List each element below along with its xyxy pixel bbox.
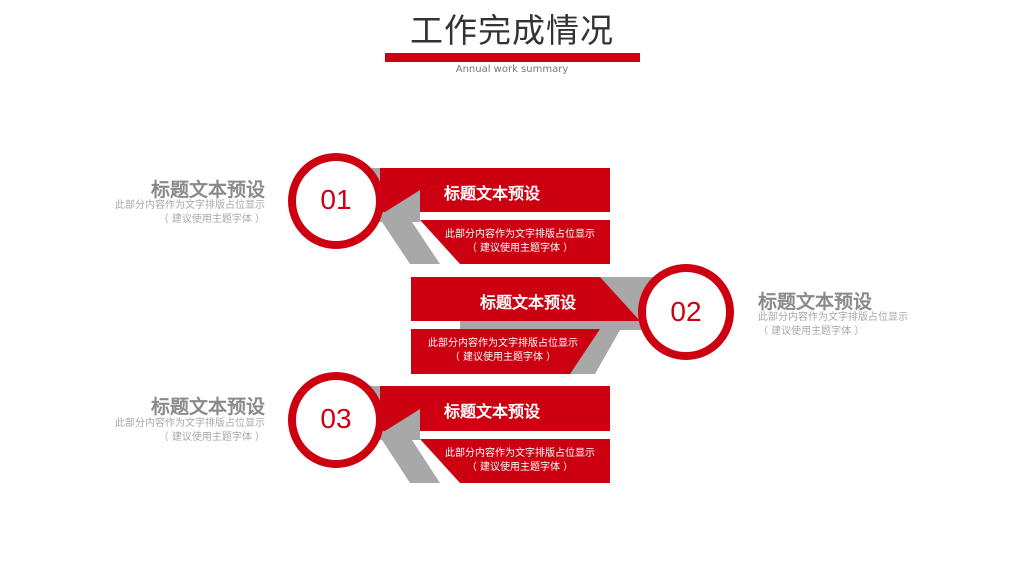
step-03-red-title-band	[380, 386, 610, 431]
step-03-band-title: 标题文本预设	[443, 402, 540, 421]
step-02-band-desc-line2: （ 建议使用主题字体 ）	[449, 352, 557, 363]
step-03-band-desc-line1: 此部分内容作为文字排版占位显示	[445, 448, 595, 459]
title-underline	[385, 53, 640, 62]
step-03-gray-wedge	[385, 409, 420, 431]
step-02-band-desc-line1: 此部分内容作为文字排版占位显示	[428, 338, 578, 349]
step-03-side-desc-line1: 此部分内容作为文字排版占位显示	[115, 418, 265, 429]
step-02-band-title: 标题文本预设	[479, 293, 576, 312]
step-01-red-desc-band	[420, 220, 610, 264]
step-02-number: 02	[670, 296, 702, 327]
step-02-red-desc-band	[411, 329, 600, 374]
step-02-side-desc-line1: 此部分内容作为文字排版占位显示	[758, 312, 908, 323]
step-02-shapes	[411, 264, 734, 374]
step-01-side-desc-line1: 此部分内容作为文字排版占位显示	[115, 200, 265, 211]
step-03-shapes	[288, 372, 610, 483]
step-01-circle	[288, 153, 384, 249]
step-01-red-title-band	[380, 168, 610, 212]
step-02-circle	[638, 264, 734, 360]
step-02-red-title-band	[411, 277, 640, 321]
step-01-gray-wedge	[385, 190, 420, 212]
step-01-number: 01	[320, 184, 352, 215]
step-03-circle	[288, 372, 384, 468]
step-03-number: 03	[320, 403, 352, 434]
step-03-side-title: 标题文本预设	[150, 396, 265, 418]
page-subtitle: Annual work summary	[455, 64, 569, 75]
step-01-band-title: 标题文本预设	[443, 184, 540, 203]
step-01-shapes	[288, 153, 610, 264]
step-02-side-title: 标题文本预设	[758, 291, 873, 313]
step-01-side-title: 标题文本预设	[150, 179, 265, 201]
step-03-red-desc-band	[420, 439, 610, 483]
step-01-side-desc-line2: （ 建议使用主题字体 ）	[158, 214, 265, 225]
step-01-band-desc-line1: 此部分内容作为文字排版占位显示	[445, 229, 595, 240]
step-02-side-desc-line2: （ 建议使用主题字体 ）	[758, 326, 865, 337]
step-03-side-desc-line2: （ 建议使用主题字体 ）	[158, 432, 265, 443]
page-title: 工作完成情况	[410, 11, 614, 50]
step-03-band-desc-line2: （ 建议使用主题字体 ）	[466, 462, 574, 473]
step-01-band-desc-line2: （ 建议使用主题字体 ）	[466, 243, 574, 254]
